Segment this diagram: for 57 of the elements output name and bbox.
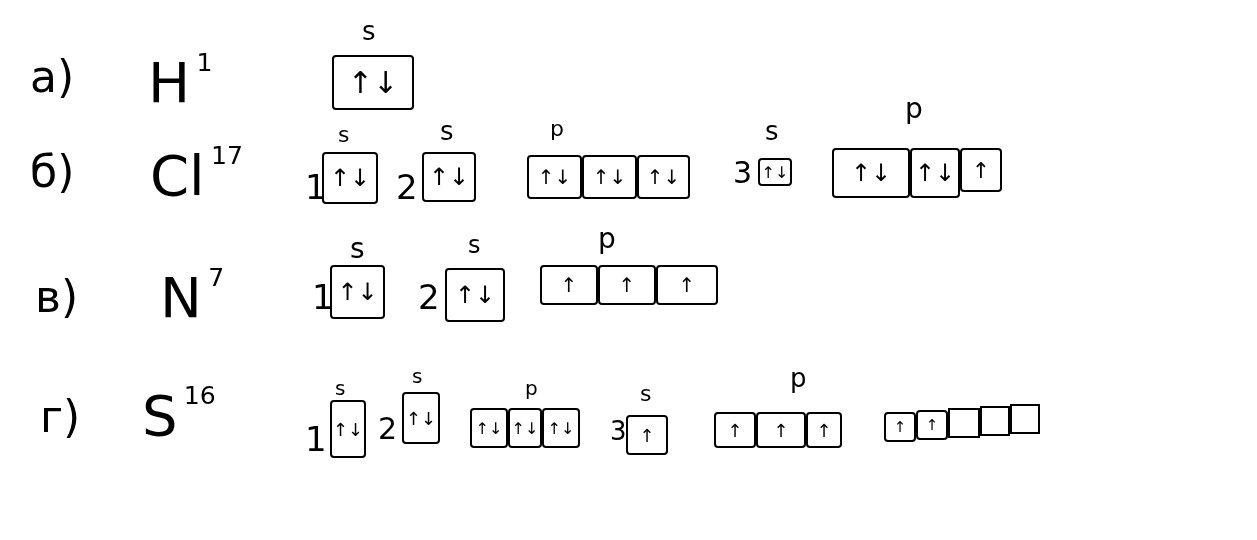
- element-symbol: Cl$^{17}$: [150, 148, 244, 204]
- orbital-cell: ↑: [598, 265, 656, 305]
- orbital-cell: ↑↓: [330, 400, 366, 458]
- orbital-cell: ↑: [756, 412, 806, 448]
- orbital-cell: ↑: [916, 410, 948, 440]
- element-symbol: S$^{16}$: [142, 388, 216, 444]
- sublevel-label: p: [790, 365, 807, 391]
- sublevel-label: s: [412, 366, 423, 386]
- sublevel-label: s: [335, 378, 346, 398]
- sublevel-label: p: [550, 118, 564, 140]
- orbital-cell: ↑: [714, 412, 756, 448]
- row-letter: б): [30, 150, 75, 194]
- sublevel-label: p: [905, 95, 923, 123]
- orbital-cell: [948, 408, 980, 438]
- row-letter: г): [40, 395, 81, 439]
- orbital-cell: ↑↓: [330, 265, 385, 319]
- level-number: 2: [378, 414, 398, 444]
- sublevel-label: p: [525, 378, 538, 398]
- level-number: 2: [418, 280, 440, 314]
- orbital-cell: [980, 406, 1010, 436]
- orbital-cell: ↑↓: [758, 158, 792, 186]
- orbital-cell: ↑↓: [832, 148, 910, 198]
- orbital-cell: ↑↓: [508, 408, 542, 448]
- orbital-cell: ↑↓: [422, 152, 476, 202]
- level-number: 3: [610, 418, 627, 444]
- orbital-cell: ↑↓: [582, 155, 637, 199]
- orbital-cell: ↑↓: [910, 148, 960, 198]
- orbital-cell: [1010, 404, 1040, 434]
- row-letter: в): [35, 275, 79, 319]
- orbital-cell: ↑↓: [322, 152, 378, 204]
- row-letter: а): [30, 55, 75, 99]
- orbital-cell: ↑: [626, 415, 668, 455]
- orbital-cell: ↑: [960, 148, 1002, 192]
- sublevel-label: s: [338, 124, 350, 146]
- orbital-cell: ↑↓: [527, 155, 582, 199]
- sublevel-label: s: [468, 233, 481, 257]
- sublevel-label: s: [350, 235, 365, 263]
- level-number: 3: [733, 158, 753, 188]
- orbital-cell: ↑: [884, 412, 916, 442]
- orbital-cell: ↑↓: [402, 392, 440, 444]
- level-number: 2: [396, 170, 418, 204]
- level-number: 1: [305, 422, 327, 456]
- sublevel-label: s: [640, 383, 652, 405]
- sublevel-label: p: [598, 225, 616, 253]
- orbital-cell: ↑: [806, 412, 842, 448]
- orbital-cell: ↑↓: [542, 408, 580, 448]
- element-symbol: H$^{1}$: [148, 55, 213, 111]
- sublevel-label: s: [362, 18, 376, 44]
- orbital-cell: ↑↓: [637, 155, 690, 199]
- orbital-cell: ↑↓: [470, 408, 508, 448]
- orbital-cell: ↑↓: [332, 55, 414, 110]
- orbital-cell: ↑↓: [445, 268, 505, 322]
- element-symbol: N$^{7}$: [160, 270, 225, 326]
- orbital-cell: ↑: [656, 265, 718, 305]
- sublevel-label: s: [440, 118, 454, 144]
- orbital-cell: ↑: [540, 265, 598, 305]
- sublevel-label: s: [765, 118, 779, 144]
